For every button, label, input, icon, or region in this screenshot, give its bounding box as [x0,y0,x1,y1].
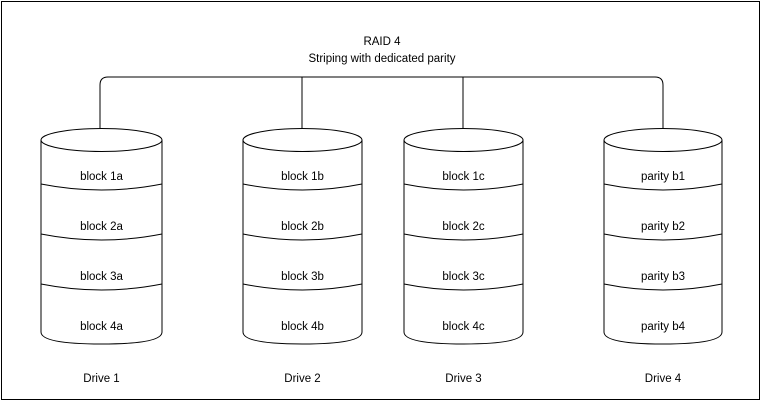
drive-3-divider-1 [403,183,524,191]
drive-1-block-3: block 3a [80,271,123,283]
drive-4-cylinder-top [603,128,723,152]
drive-4-block-4: parity b4 [641,321,686,333]
drive-4-block-3: parity b3 [641,271,685,283]
drive-1-block-4: block 4a [80,321,123,333]
drive-3-block-2: block 2c [442,221,484,233]
drive-3-block-1: block 1c [442,171,484,183]
drive-4-group[interactable]: parity b1 parity b2 parity b3 parity b4 … [603,128,723,386]
drive-4-divider-1 [603,183,723,191]
drive-4-block-2: parity b2 [641,221,685,233]
drive-2-block-4: block 4b [281,321,324,333]
diagram-title: RAID 4 [363,36,401,48]
drive-3-block-3: block 3c [442,271,484,283]
diagram-subtitle: Striping with dedicated parity [308,53,455,65]
drive-3-label: Drive 3 [445,373,481,385]
drive-4-divider-2 [603,233,723,241]
drive-1-block-2: block 2a [80,221,123,233]
drive-3-block-4: block 4c [442,321,484,333]
drive-2-block-2: block 2b [281,221,324,233]
drive-2-divider-3 [242,283,363,291]
drive-3-group[interactable]: block 1c block 2c block 3c block 4c Driv… [403,128,524,386]
drive-4-block-1: parity b1 [641,171,685,183]
drive-2-divider-1 [242,183,363,191]
drive-1-cylinder-top [40,128,163,152]
drive-2-cylinder-body [242,139,363,345]
drive-3-cylinder-body [403,139,524,345]
drive-1-divider-2 [40,233,163,241]
controller-bus-rail [99,76,664,128]
drive-2-block-3: block 3b [281,271,324,283]
drive-2-divider-2 [242,233,363,241]
drive-1-cylinder-body [40,139,163,345]
drive-3-divider-3 [403,283,524,291]
drive-4-label: Drive 4 [645,373,682,385]
drive-1-block-1: block 1a [80,171,123,183]
drive-1-divider-1 [40,183,163,191]
drive-3-divider-2 [403,233,524,241]
drive-1-group[interactable]: block 1a block 2a block 3a block 4a Driv… [40,128,163,386]
drive-2-cylinder-top [242,128,363,152]
drive-4-divider-3 [603,283,723,291]
drive-2-block-1: block 1b [281,171,324,183]
drive-2-label: Drive 2 [284,373,320,385]
drive-1-label: Drive 1 [83,373,119,385]
drive-3-cylinder-top [403,128,524,152]
drive-1-divider-3 [40,283,163,291]
drive-2-group[interactable]: block 1b block 2b block 3b block 4b Driv… [242,128,363,386]
drive-4-cylinder-body [603,139,723,345]
